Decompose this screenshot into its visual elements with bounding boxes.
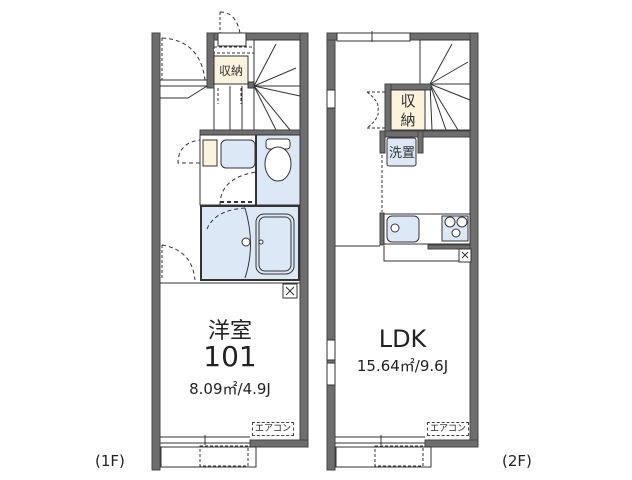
laundry-label-2f: 洗置 — [388, 145, 415, 161]
floor-1f-plan — [151, 11, 309, 471]
room-area-2f: 15.64㎡/9.6J — [356, 357, 449, 375]
storage-label-1f: 収納 — [218, 63, 243, 78]
room-name-1f: 洋室 — [207, 319, 252, 344]
room-name-2f: LDK — [378, 325, 427, 353]
room-area-1f: 8.09㎡/4.9J — [189, 380, 271, 398]
aircon-label-2f: エアコン — [427, 422, 470, 436]
aircon-label-1f: エアコン — [252, 422, 295, 436]
floor-2f-plan — [326, 31, 479, 471]
floor-label-2f: (2F) — [502, 452, 532, 470]
room-number-1f: 101 — [203, 340, 257, 373]
storage-label-2f-line2: 納 — [400, 110, 416, 129]
storage-label-2f-line1: 収 — [400, 91, 416, 110]
floor-label-1f: (1F) — [95, 452, 125, 470]
